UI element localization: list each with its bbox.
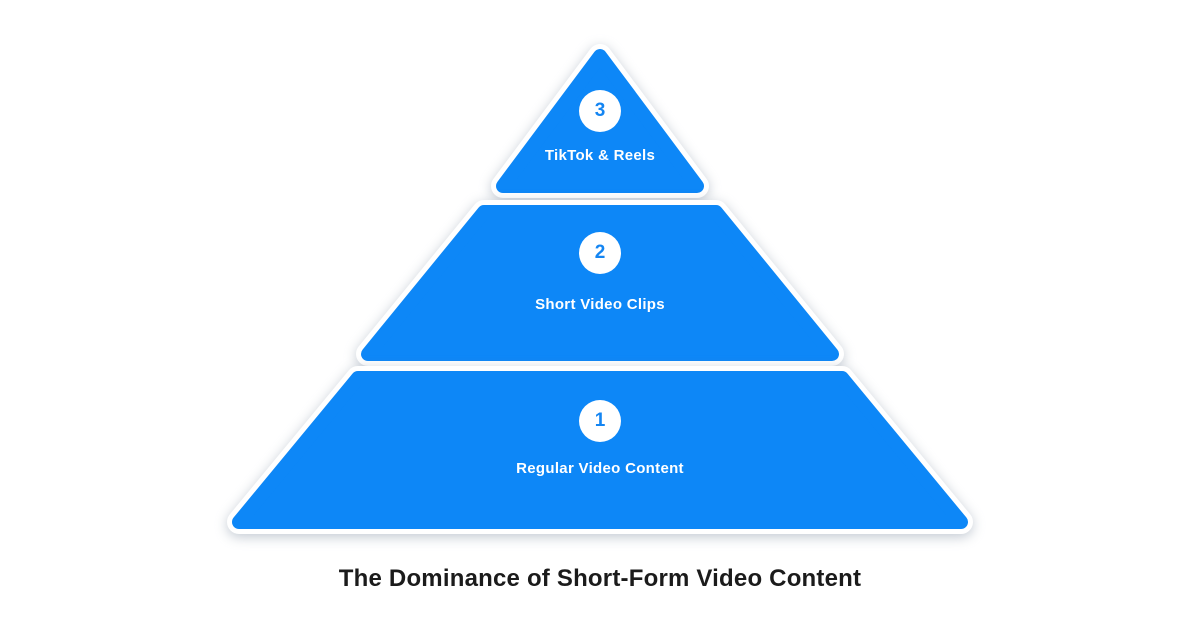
tier-bottom-shape bbox=[232, 371, 968, 529]
tier-middle-shape bbox=[361, 205, 839, 361]
infographic-title: The Dominance of Short-Form Video Conten… bbox=[338, 565, 862, 592]
tier-bottom-label: Regular Video Content bbox=[516, 460, 684, 477]
tier-bottom-number-badge: 1 bbox=[579, 400, 621, 442]
tier-middle-number-badge: 2 bbox=[579, 232, 621, 274]
tier-bottom-number: 1 bbox=[594, 410, 606, 431]
tier-top-number-badge: 3 bbox=[579, 90, 621, 132]
pyramid-tier-bottom bbox=[227, 366, 973, 534]
tier-middle-number: 2 bbox=[594, 242, 606, 263]
tier-top-label: TikTok & Reels bbox=[544, 147, 656, 164]
tier-middle-label: Short Video Clips bbox=[535, 296, 665, 313]
tier-top-number: 3 bbox=[594, 100, 606, 121]
pyramid-tier-middle bbox=[356, 200, 844, 366]
